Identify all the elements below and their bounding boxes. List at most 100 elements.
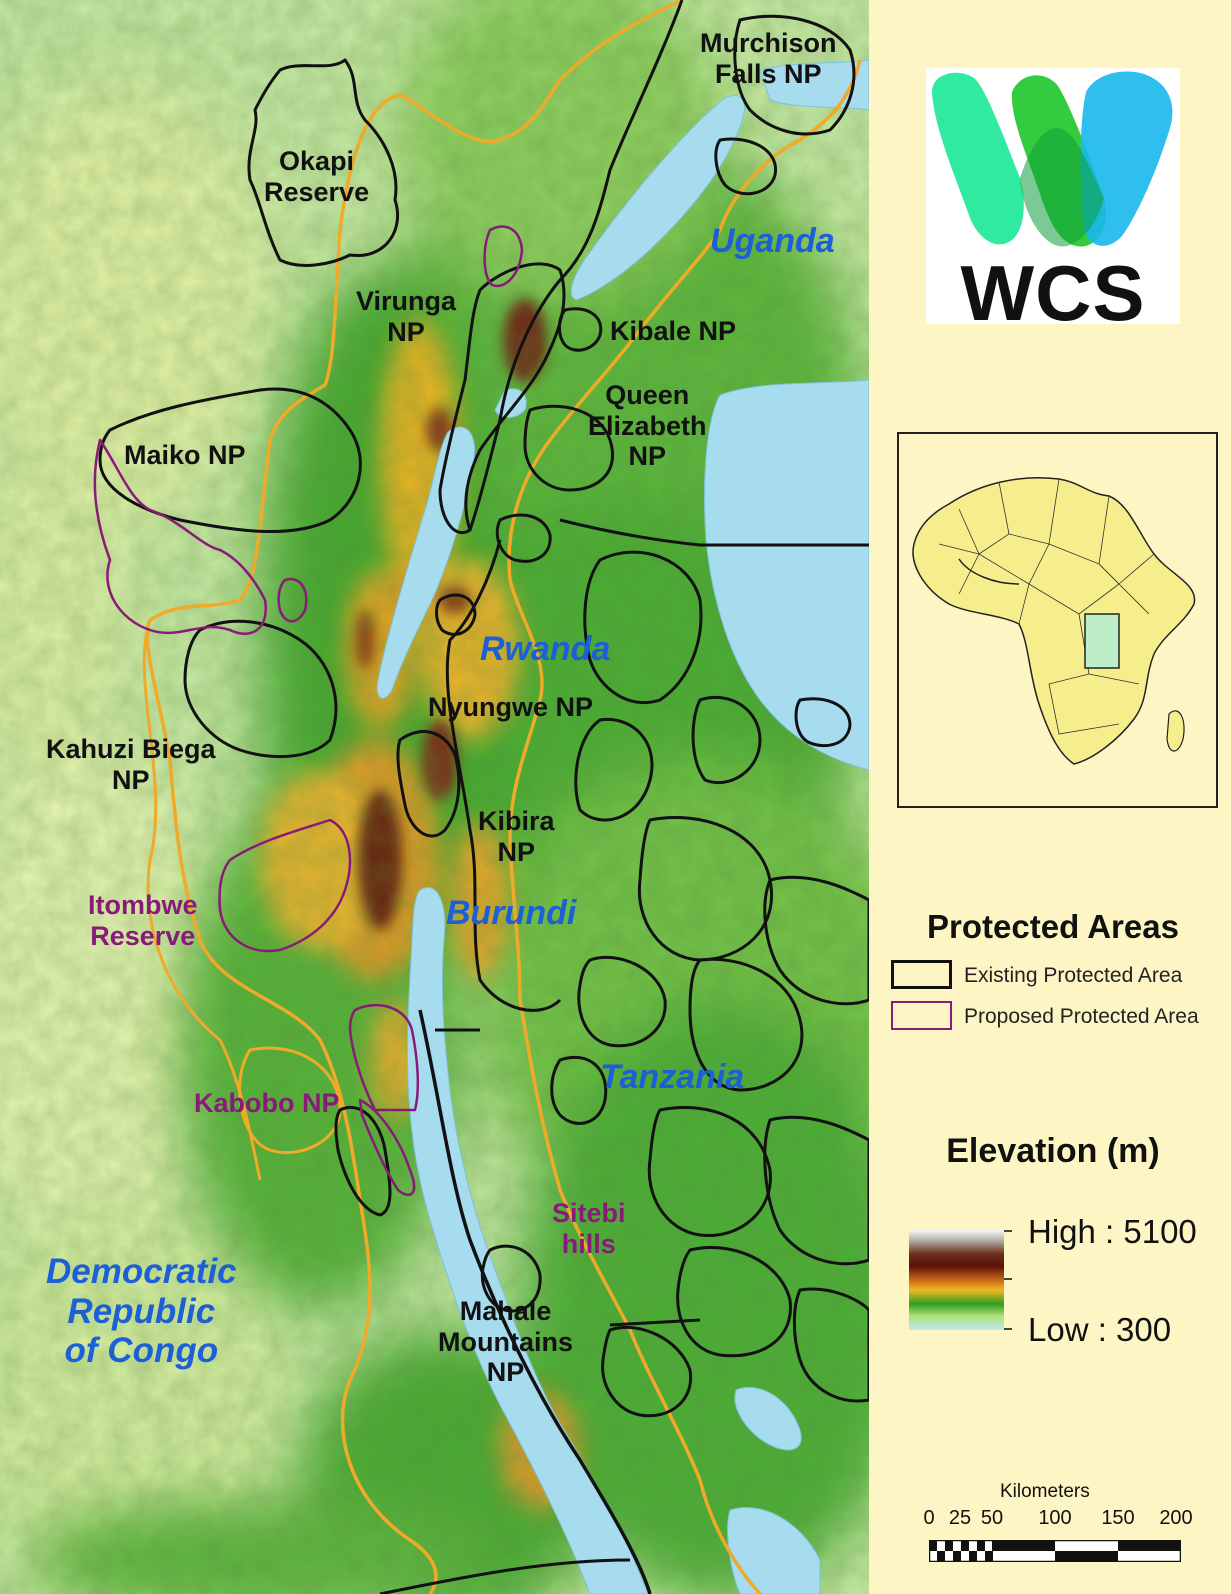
okapi-reserve-boundary (247, 58, 400, 267)
elevation-high-label: High : 5100 (1028, 1213, 1197, 1250)
label-kibale-np: Kibale NP (610, 316, 737, 346)
legend-swatch-proposed (891, 1001, 952, 1030)
terrain-texture (0, 0, 869, 1594)
scale-tick-25: 25 (948, 1507, 972, 1529)
label-kabobo-np: Kabobo NP (194, 1088, 340, 1118)
legend-title-protected-areas: Protected Areas (927, 908, 1179, 945)
border-tz-zambia (609, 1318, 701, 1327)
legend-swatch-existing (891, 960, 952, 989)
africa-inset-map (912, 476, 1196, 765)
virunga-np-boundary (438, 262, 566, 534)
kahuzi-biega-np-boundary (183, 619, 338, 759)
lake-albert (570, 95, 746, 301)
label-rwanda: Rwanda (480, 630, 611, 668)
lake-tanganyika (406, 887, 649, 1594)
tz-pa-7 (577, 955, 667, 1048)
scale-tick-200: 200 (1159, 1507, 1193, 1529)
tz-pa-12 (792, 1287, 869, 1403)
scale-bar (929, 1540, 1181, 1562)
tz-pa-10 (763, 1115, 869, 1266)
tz-pa-5 (763, 875, 869, 1006)
ramp-tick-mid (1004, 1278, 1012, 1280)
ramp-tick-low (1004, 1328, 1012, 1330)
lakes (376, 59, 869, 1594)
scale-unit-label: Kilometers (1000, 1481, 1090, 1502)
maiko-np-boundary (98, 387, 362, 533)
itombwe-reserve-boundary (218, 818, 352, 953)
africa-locator-inset (897, 432, 1218, 808)
legend-label-proposed: Proposed Protected Area (964, 1005, 1199, 1028)
kabobo-proposed-south (358, 1098, 416, 1196)
label-tanzania: Tanzania (600, 1058, 745, 1096)
tz-pa-2 (691, 695, 762, 785)
proposed-protected-areas (93, 225, 524, 1196)
tz-pa-1 (583, 550, 703, 705)
border-drc-uganda (468, 0, 684, 531)
logo-left-stroke (932, 72, 1024, 245)
tz-pa-11 (676, 1245, 792, 1358)
country-borders (379, 0, 869, 1594)
label-burundi: Burundi (446, 894, 577, 932)
tz-pa-6 (688, 957, 804, 1092)
africa-outline (912, 476, 1196, 765)
elevation-map (0, 0, 869, 1594)
wcs-logo-mark (932, 71, 1173, 247)
scale-tick-150: 150 (1101, 1507, 1135, 1529)
scale-tick-100: 100 (1038, 1507, 1072, 1529)
victoria-island-pa (794, 697, 852, 748)
tz-pa-9 (647, 1106, 772, 1238)
existing-protected-areas (98, 14, 869, 1418)
rwanda-pa-boundary (495, 513, 552, 563)
border-rwanda-burundi-west (445, 539, 562, 1012)
gulf-of-guinea-coast (958, 558, 1020, 585)
border-lake-tanganyika-center (418, 1009, 652, 1594)
logo-overlap (1020, 128, 1104, 247)
logo-right-stroke (1080, 71, 1173, 246)
lake-victoria (704, 379, 869, 771)
lake-kyoga (759, 59, 869, 111)
maiko-extension-boundary (93, 438, 268, 635)
kabobo-existing-boundary (334, 1105, 392, 1217)
volcanoes-pa-boundary (435, 593, 477, 636)
proposed-small-pa (277, 577, 308, 623)
nyungwe-np-boundary (396, 730, 461, 838)
kabobo-proposed-boundary (348, 1003, 420, 1112)
tz-pa-8 (550, 1055, 608, 1125)
label-nyungwe-np: Nyungwe NP (428, 692, 594, 722)
elevation-low-label: Low : 300 (1028, 1311, 1172, 1348)
elevation-color-ramp (909, 1230, 1004, 1330)
legend-label-existing: Existing Protected Area (964, 964, 1183, 987)
proposed-north-pa (483, 225, 524, 288)
albertine-rift-outline (145, 0, 862, 1594)
ramp-tick-high (1004, 1230, 1012, 1232)
study-area-box (1084, 613, 1120, 669)
border-uganda-tanzania (559, 518, 869, 547)
wcs-logo-text: WCS (960, 249, 1146, 337)
tz-pa-3 (574, 717, 654, 822)
queen-elizabeth-np-boundary (523, 404, 615, 492)
madagascar (1166, 710, 1185, 752)
lake-rukwa (734, 1386, 802, 1451)
legend-title-elevation: Elevation (m) (946, 1132, 1160, 1170)
scale-tick-50: 50 (980, 1507, 1004, 1529)
mahale-mountains-np-boundary (480, 1244, 542, 1313)
wcs-logo (926, 68, 1180, 324)
border-south (379, 1558, 631, 1594)
label-uganda: Uganda (710, 222, 835, 260)
uganda-pa-small (714, 137, 777, 196)
scale-tick-0: 0 (923, 1507, 935, 1529)
outline-kabobo-loop (238, 1046, 342, 1155)
tz-pa-13 (601, 1325, 693, 1418)
murchison-falls-np-boundary (733, 14, 856, 136)
africa-country-borders (938, 478, 1155, 735)
label-maiko-np: Maiko NP (124, 440, 246, 470)
